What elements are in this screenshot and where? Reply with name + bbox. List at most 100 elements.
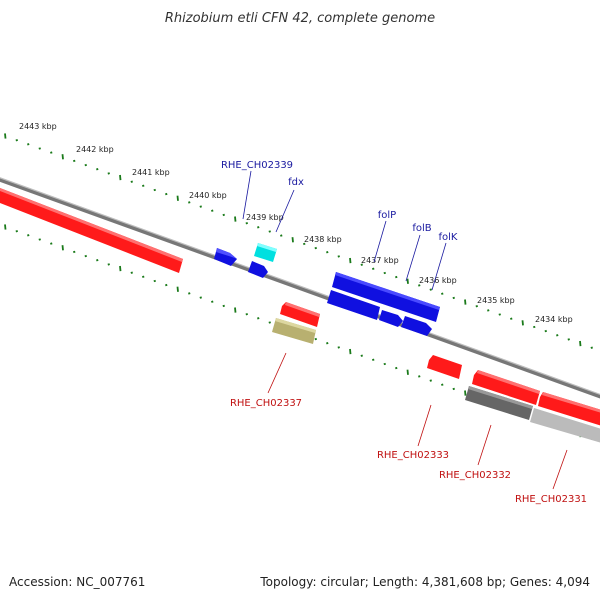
minor-tick: [360, 263, 363, 266]
minor-tick: [222, 304, 225, 308]
gene-RHE_CH02331-arrow[interactable]: [538, 392, 600, 427]
tick-label-2436: 2436 kbp: [419, 276, 457, 285]
minor-tick: [590, 346, 593, 349]
minor-tick: [222, 213, 225, 217]
minor-tick: [372, 267, 375, 270]
tick-label-2439: 2439 kbp: [246, 213, 284, 222]
minor-tick: [130, 271, 133, 274]
major-tick: [234, 307, 237, 313]
minor-tick: [452, 387, 455, 391]
minor-tick: [96, 259, 99, 262]
gene-label-folP[interactable]: folP: [378, 210, 396, 221]
gene-small-forward-arrow[interactable]: [248, 261, 268, 278]
minor-tick: [165, 283, 168, 287]
minor-tick: [360, 354, 363, 357]
gene-label-folK[interactable]: folK: [439, 232, 458, 243]
minor-tick: [383, 362, 386, 366]
major-tick: [4, 224, 7, 230]
minor-tick: [395, 275, 398, 279]
minor-tick: [199, 205, 202, 208]
minor-tick: [73, 159, 76, 163]
gene-folP-arrow[interactable]: [332, 272, 440, 322]
major-tick: [176, 286, 179, 292]
minor-tick: [15, 139, 18, 142]
minor-tick: [38, 238, 41, 241]
major-tick: [406, 278, 409, 284]
minor-tick: [418, 284, 421, 287]
minor-tick: [475, 305, 478, 308]
minor-tick: [395, 366, 398, 370]
major-tick: [176, 195, 179, 201]
gene-folB-arrow[interactable]: [327, 290, 403, 327]
minor-tick: [429, 379, 432, 382]
major-tick: [234, 216, 237, 222]
major-tick: [349, 257, 352, 264]
minor-tick: [383, 271, 386, 275]
minor-tick: [337, 346, 340, 349]
major-tick: [579, 340, 582, 347]
minor-tick: [50, 151, 53, 154]
minor-tick: [268, 230, 271, 233]
gene-RHE_CH02332-gray[interactable]: [465, 386, 533, 420]
minor-tick: [142, 184, 145, 187]
minor-tick: [153, 188, 156, 192]
minor-tick: [337, 255, 340, 258]
gene-label-folB[interactable]: folB: [412, 223, 431, 234]
minor-tick: [556, 334, 559, 337]
minor-tick: [84, 254, 87, 258]
gene-RHE_CH02333-arrow[interactable]: [427, 355, 462, 379]
minor-tick: [245, 222, 248, 225]
major-tick: [61, 245, 64, 251]
minor-tick: [15, 230, 18, 233]
minor-tick: [544, 329, 547, 333]
minor-tick: [211, 209, 214, 212]
major-tick: [521, 320, 524, 326]
minor-tick: [165, 192, 168, 196]
major-tick: [119, 174, 122, 181]
gene-folK-arrow[interactable]: [401, 316, 432, 336]
gene-RHE_CH02337-arrow[interactable]: [280, 302, 320, 327]
minor-tick: [498, 313, 501, 316]
map-title: Rhizobium etli CFN 42, complete genome: [165, 11, 435, 26]
gene-long-red-left[interactable]: [0, 186, 183, 273]
minor-tick: [280, 234, 283, 237]
tick-label-2443: 2443 kbp: [19, 122, 57, 131]
gene-RHE_CH02339-arrow[interactable]: [214, 248, 237, 266]
gene-label-RHE_CH02337[interactable]: RHE_CH02337: [230, 398, 302, 409]
tick-label-2442: 2442 kbp: [76, 145, 114, 154]
minor-tick: [567, 338, 570, 341]
gene-label-fdx[interactable]: fdx: [288, 177, 304, 188]
gene-label-RHE_CH02331[interactable]: RHE_CH02331: [515, 494, 587, 505]
minor-tick: [303, 242, 306, 246]
major-tick: [4, 133, 7, 139]
minor-tick: [245, 313, 248, 316]
gene-RHE_CH02332-arrow[interactable]: [472, 370, 540, 405]
minor-tick: [314, 337, 317, 341]
gene-RHE_CH02337-rna[interactable]: [272, 318, 316, 344]
gene-label-RHE_CH02333[interactable]: RHE_CH02333: [377, 450, 449, 461]
minor-tick: [38, 147, 41, 150]
gene-RHE_CH02331-gray[interactable]: [530, 408, 600, 444]
reverse-genes: [0, 186, 600, 444]
major-tick: [406, 369, 409, 375]
gene-fdx-arrow[interactable]: [254, 243, 277, 262]
major-tick: [61, 154, 64, 160]
forward-genes: [214, 243, 440, 336]
major-tick: [349, 348, 352, 355]
minor-tick: [211, 300, 214, 303]
minor-tick: [188, 292, 191, 295]
tick-label-2441: 2441 kbp: [132, 168, 170, 177]
minor-tick: [257, 317, 260, 320]
gene-label-RHE_CH02332[interactable]: RHE_CH02332: [439, 470, 511, 481]
minor-tick: [441, 383, 444, 386]
minor-tick: [487, 309, 490, 312]
minor-tick: [429, 288, 432, 291]
minor-tick: [27, 143, 30, 146]
gene-label-RHE_CH02339[interactable]: RHE_CH02339: [221, 160, 293, 171]
minor-tick: [107, 263, 110, 266]
gene-labels-forward: RHE_CH02339 fdx folP folB folK: [221, 160, 458, 243]
minor-tick: [199, 296, 202, 299]
minor-tick: [27, 234, 30, 237]
gene-labels-reverse: RHE_CH02337 RHE_CH02333 RHE_CH02332 RHE_…: [230, 398, 587, 505]
genome-backbone: [0, 177, 600, 399]
